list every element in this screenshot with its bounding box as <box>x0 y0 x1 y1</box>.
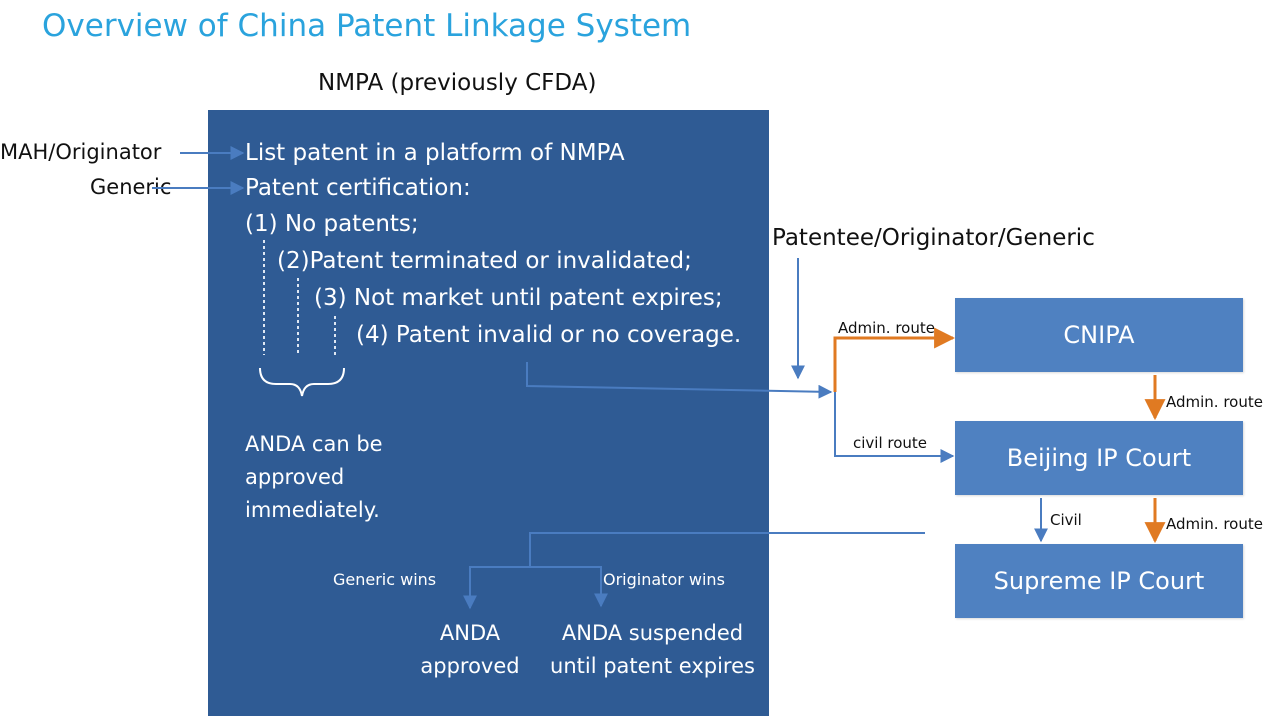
anda-immediate-line-3: immediately. <box>245 498 380 522</box>
cnipa-label: CNIPA <box>1063 321 1135 349</box>
option4-connector <box>526 362 833 399</box>
admin-route-label-cnipa-beijing: Admin. route <box>1166 393 1263 411</box>
patentee-label: Patentee/Originator/Generic <box>772 225 1095 251</box>
option-2-text: (2)Patent terminated or invalidated; <box>277 248 692 274</box>
anda-suspended-line-1: ANDA suspended <box>561 621 744 645</box>
generic-wins-label: Generic wins <box>333 570 437 589</box>
anda-approved-line-2: approved <box>420 654 520 678</box>
originator-wins-connector <box>530 566 608 608</box>
anda-immediate-line-2: approved <box>245 465 345 489</box>
list-patent-text: List patent in a platform of NMPA <box>245 140 625 166</box>
admin-route-label-top: Admin. route <box>838 319 935 337</box>
option-1-text: (1) No patents; <box>245 211 419 237</box>
return-connector <box>463 532 925 610</box>
curly-brace <box>259 367 345 397</box>
supreme-ip-court-label: Supreme IP Court <box>993 567 1205 595</box>
civil-route-arrow <box>834 390 955 463</box>
civil-route-label: civil route <box>853 434 928 452</box>
civil-label: Civil <box>1050 511 1082 529</box>
cnipa-box: CNIPA <box>955 298 1243 372</box>
beijing-ip-court-box: Beijing IP Court <box>955 421 1243 495</box>
option-4-text: (4) Patent invalid or no coverage. <box>356 322 742 348</box>
admin-route-label-beijing-supreme: Admin. route <box>1166 515 1263 533</box>
supreme-ip-court-box: Supreme IP Court <box>955 544 1243 618</box>
admin-route-arrow-top <box>833 327 956 392</box>
anda-approved-line-1: ANDA <box>439 621 501 645</box>
mah-originator-label: MAH/Originator <box>0 140 162 164</box>
dotted-lines <box>263 240 336 355</box>
option-3-text: (3) Not market until patent expires; <box>314 285 723 311</box>
nmpa-box <box>208 110 769 716</box>
anda-immediate-line-1: ANDA can be <box>245 432 383 456</box>
anda-suspended-line-2: until patent expires <box>550 654 755 678</box>
nmpa-label: NMPA (previously CFDA) <box>318 70 597 96</box>
patent-certification-text: Patent certification: <box>245 175 471 201</box>
originator-wins-label: Originator wins <box>603 570 725 589</box>
page-title: Overview of China Patent Linkage System <box>42 8 692 44</box>
beijing-ip-court-label: Beijing IP Court <box>1006 444 1192 472</box>
